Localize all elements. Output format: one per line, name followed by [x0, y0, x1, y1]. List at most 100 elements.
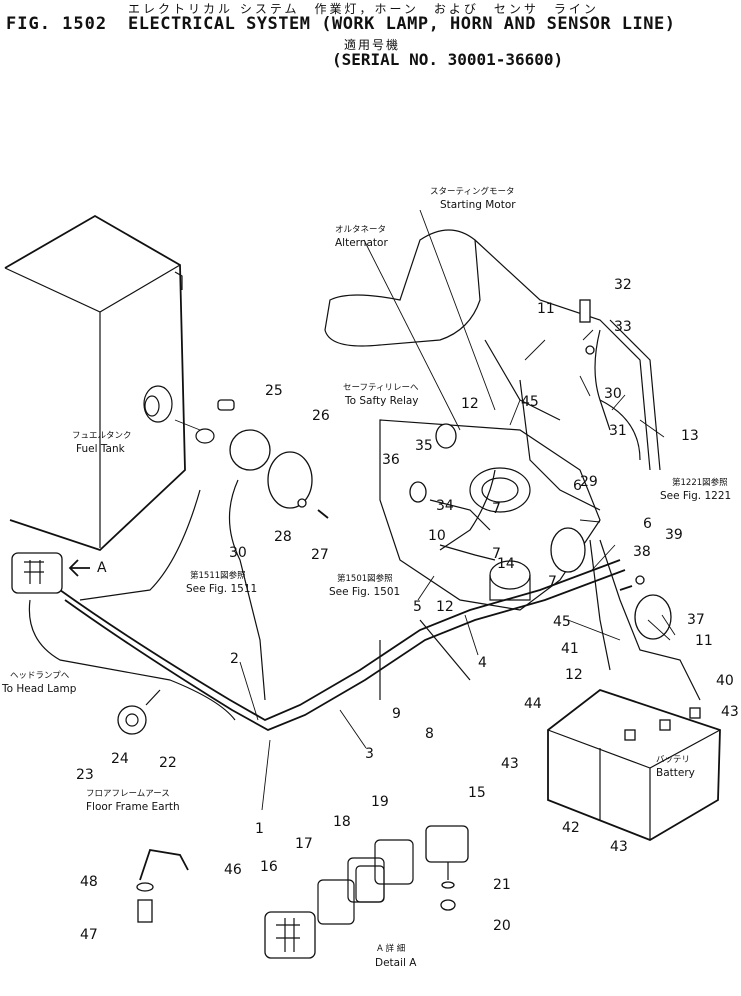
- callout-21: 21: [493, 877, 511, 893]
- head-lamp-label-jp: ヘッドランプへ: [10, 671, 70, 681]
- safety-relay-label-jp: セーフティリレーへ: [343, 383, 419, 393]
- callout-22: 22: [159, 755, 177, 771]
- work-lamp-drawing: [11, 552, 63, 594]
- view-a-label: A: [97, 560, 107, 576]
- safety-relay-label: To Safty Relay: [344, 395, 419, 407]
- callout-42: 42: [562, 820, 580, 836]
- callout-23: 23: [76, 767, 94, 783]
- callout-37: 37: [687, 612, 705, 628]
- callout-10: 10: [428, 528, 446, 544]
- callout-numbers: 1 2 3 4 5 6 6 7 7 7 8 9 10 11 11 12 12 1…: [76, 277, 739, 943]
- callout-44: 44: [524, 696, 542, 712]
- callout-40: 40: [716, 673, 734, 689]
- detail-a-label: Detail A: [375, 957, 417, 969]
- callout-6b: 6: [573, 478, 582, 494]
- battery-label-jp: バッテリ: [656, 755, 690, 765]
- detail-a-drawing: [136, 825, 469, 959]
- serial-japanese: 適用号機: [344, 38, 401, 52]
- callout-33: 33: [614, 319, 632, 335]
- alternator-label: Alternator: [335, 237, 388, 249]
- figure-number: FIG. 1502: [6, 14, 108, 34]
- callout-3: 3: [365, 746, 374, 762]
- floor-earth-label: Floor Frame Earth: [86, 801, 180, 813]
- head-lamp-label: To Head Lamp: [1, 683, 77, 695]
- figure-title: ELECTRICAL SYSTEM (WORK LAMP, HORN AND S…: [128, 14, 676, 34]
- fuel-tank-label-jp: フュエルタンク: [72, 431, 132, 441]
- callout-25: 25: [265, 383, 283, 399]
- engine-drawing: [324, 229, 651, 611]
- battery-label: Battery: [656, 767, 695, 779]
- fuel-tank-label: Fuel Tank: [76, 443, 126, 455]
- callout-13: 13: [681, 428, 699, 444]
- callout-16: 16: [260, 859, 278, 875]
- sensor-6-drawing: [550, 527, 586, 573]
- callout-11a: 11: [537, 301, 555, 317]
- callout-28: 28: [274, 529, 292, 545]
- callout-46: 46: [224, 862, 242, 878]
- callout-39: 39: [665, 527, 683, 543]
- callout-1: 1: [255, 821, 264, 837]
- floor-earth-label-jp: フロアフレームアース: [86, 789, 170, 799]
- callout-11b: 11: [695, 633, 713, 649]
- callout-12c: 12: [565, 667, 583, 683]
- see1501-label: See Fig. 1501: [329, 586, 400, 598]
- see1501-label-jp: 第1501図参照: [337, 573, 393, 584]
- detail-a-label-jp: A 詳 細: [377, 943, 405, 954]
- callout-30b: 30: [604, 386, 622, 402]
- see1511-label-jp: 第1511図参照: [190, 570, 246, 581]
- callout-7a: 7: [492, 501, 501, 517]
- callout-7b: 7: [492, 546, 501, 562]
- callout-43c: 43: [610, 839, 628, 855]
- callout-15: 15: [468, 785, 486, 801]
- callout-43b: 43: [501, 756, 519, 772]
- callout-17: 17: [295, 836, 313, 852]
- callout-14: 14: [497, 556, 515, 572]
- callout-20: 20: [493, 918, 511, 934]
- callout-32: 32: [614, 277, 632, 293]
- callout-41: 41: [561, 641, 579, 657]
- callout-45b: 45: [553, 614, 571, 630]
- callout-9: 9: [392, 706, 401, 722]
- callout-36: 36: [382, 452, 400, 468]
- callout-6: 6: [643, 516, 652, 532]
- callout-19: 19: [371, 794, 389, 810]
- serial-range: (SERIAL NO. 30001-36600): [332, 50, 564, 69]
- callout-30a: 30: [229, 545, 247, 561]
- callout-4: 4: [478, 655, 487, 671]
- callout-43a: 43: [721, 704, 739, 720]
- leader-lines: [174, 209, 676, 811]
- fuel-tank-drawing: [4, 214, 215, 552]
- callout-45a: 45: [521, 394, 539, 410]
- see1511-label: See Fig. 1511: [186, 583, 257, 595]
- callout-5: 5: [413, 599, 422, 615]
- callout-47: 47: [80, 927, 98, 943]
- callout-29: 29: [580, 474, 598, 490]
- callout-2: 2: [230, 651, 239, 667]
- alternator-label-jp: オルタネータ: [335, 225, 386, 235]
- callout-12b: 12: [436, 599, 454, 615]
- battery-drawing: [547, 688, 721, 841]
- title-japanese: エレクトリカル システム 作業灯，ホーン および センサ ライン: [128, 2, 599, 16]
- callout-24: 24: [111, 751, 129, 767]
- components: [11, 299, 672, 735]
- horn-drawing: [117, 705, 147, 735]
- callout-35: 35: [415, 438, 433, 454]
- callout-26: 26: [312, 408, 330, 424]
- callout-48: 48: [80, 874, 98, 890]
- header: エレクトリカル システム 作業灯，ホーン および センサ ライン FIG. 15…: [0, 0, 741, 70]
- relay-37-drawing: [634, 594, 672, 640]
- callout-27: 27: [311, 547, 329, 563]
- callout-18: 18: [333, 814, 351, 830]
- fuel-sender-drawing: [229, 429, 271, 471]
- callout-8: 8: [425, 726, 434, 742]
- wiring-harness: [28, 319, 701, 731]
- callout-7c: 7: [548, 574, 557, 590]
- callout-12a: 12: [461, 396, 479, 412]
- text-labels: スターティングモータ Starting Motor オルタネータ Alterna…: [1, 186, 731, 969]
- see1221-label-jp: 第1221図参照: [672, 477, 728, 488]
- callout-34: 34: [436, 498, 454, 514]
- starting-motor-label-jp: スターティングモータ: [430, 186, 515, 197]
- starting-motor-label: Starting Motor: [440, 199, 516, 211]
- cover-26-drawing: [267, 451, 313, 509]
